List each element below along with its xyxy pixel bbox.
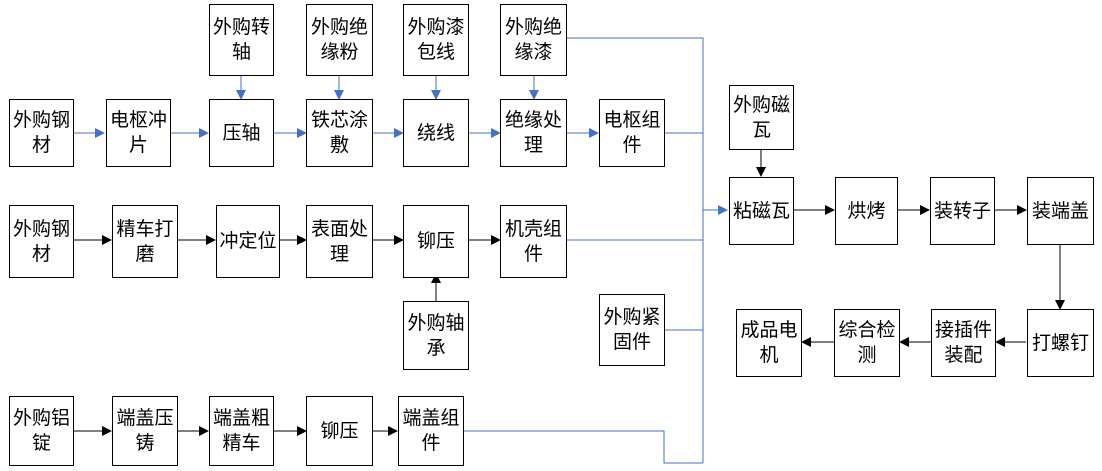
node-endcap-turning: 端盖粗精车 [209, 396, 274, 466]
node-insulation-treatment: 绝缘处理 [500, 99, 567, 167]
line-endcap-to-bus [464, 430, 703, 464]
node-endcap-assembly: 端盖组件 [398, 396, 464, 466]
node-install-endcap: 装端盖 [1027, 177, 1094, 245]
node-core-coating: 铁芯涂敷 [306, 99, 373, 167]
node-buy-insulation-powder: 外购绝缘粉 [306, 4, 373, 76]
node-screw-driving: 打螺钉 [1027, 309, 1094, 377]
node-buy-shaft: 外购转轴 [209, 4, 274, 76]
node-buy-bearing: 外购轴承 [403, 301, 469, 370]
node-buy-insulation-paint: 外购绝缘漆 [500, 4, 567, 76]
line-paint-to-bus [567, 37, 704, 463]
node-buy-enamel-wire: 外购漆包线 [403, 4, 469, 76]
node-surface-treatment: 表面处理 [306, 205, 373, 278]
node-buy-steel-1: 外购钢材 [9, 99, 74, 167]
node-buy-fastener: 外购紧固件 [599, 294, 665, 366]
node-riveting-1: 铆压 [403, 205, 469, 278]
node-finished-motor: 成品电机 [736, 309, 802, 377]
node-baking: 烘烤 [835, 177, 898, 245]
node-armature-assembly: 电枢组件 [599, 99, 665, 167]
node-inspection: 综合检测 [834, 309, 900, 377]
node-install-rotor: 装转子 [930, 177, 995, 245]
node-endcap-casting: 端盖压铸 [112, 396, 178, 466]
node-buy-aluminum: 外购铝锭 [9, 396, 74, 466]
node-winding: 绕线 [403, 99, 469, 167]
node-press-shaft: 压轴 [209, 99, 274, 167]
node-fine-turning: 精车打磨 [112, 205, 178, 278]
node-housing-assembly: 机壳组件 [500, 205, 567, 278]
node-riveting-2: 铆压 [306, 396, 373, 466]
node-armature-punching: 电枢冲片 [106, 99, 171, 167]
node-buy-magnet: 外购磁瓦 [729, 85, 794, 150]
node-punch-positioning: 冲定位 [216, 205, 280, 278]
node-connector-assembly: 接插件装配 [931, 309, 996, 377]
node-glue-magnet: 粘磁瓦 [729, 177, 794, 245]
node-buy-steel-2: 外购钢材 [9, 205, 74, 278]
